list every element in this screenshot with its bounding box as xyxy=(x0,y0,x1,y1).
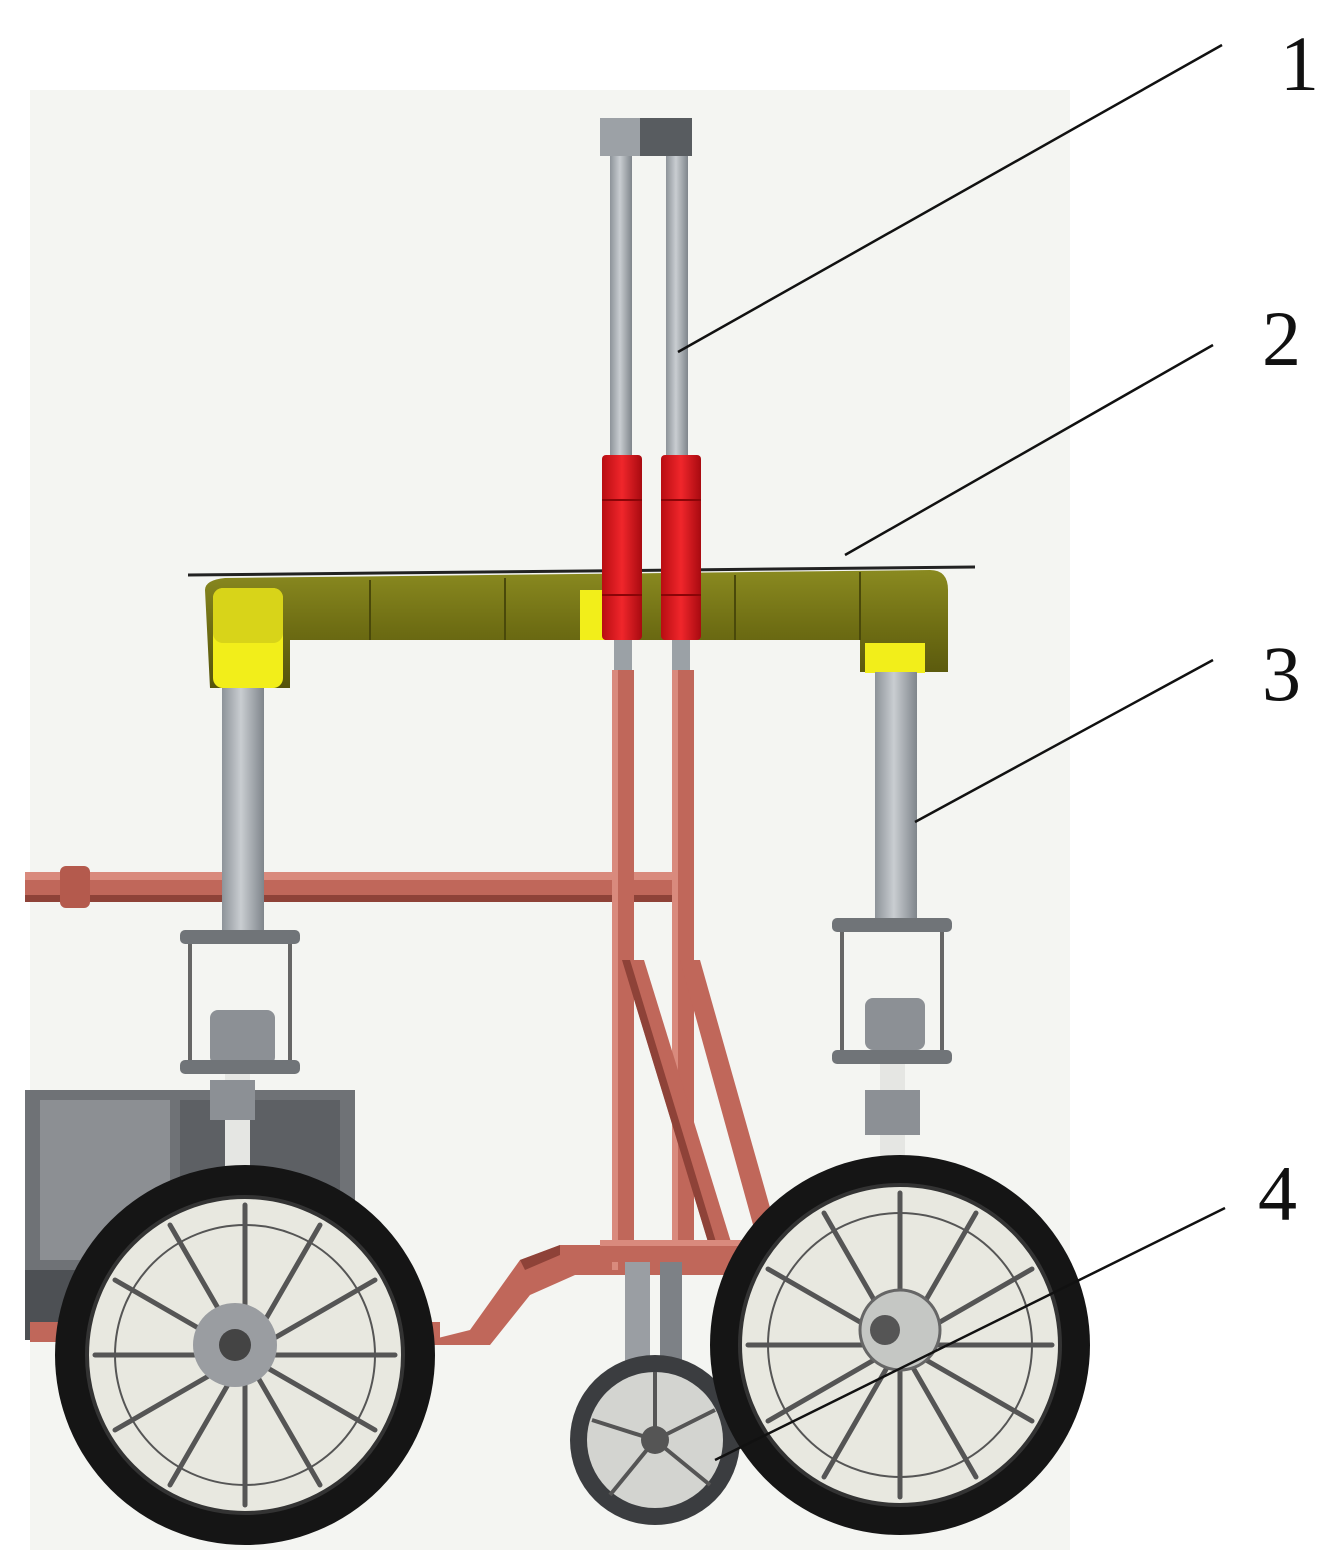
central-frame-legs xyxy=(600,670,810,1270)
leader-line-1 xyxy=(677,43,1223,354)
leader-line-4 xyxy=(714,1206,1226,1462)
leader-lines xyxy=(677,43,1226,1462)
red-sleeves xyxy=(602,455,701,670)
leader-line-3 xyxy=(914,658,1214,824)
callout-4: 4 xyxy=(1258,1150,1297,1237)
right-wheel xyxy=(710,1155,1090,1535)
left-wheel xyxy=(55,1165,435,1545)
callout-1: 1 xyxy=(1280,20,1319,107)
side-frame-tube xyxy=(25,866,675,908)
center-caster-wheel xyxy=(570,1262,740,1525)
callout-3: 3 xyxy=(1262,630,1301,717)
leader-line-2 xyxy=(844,343,1214,557)
callout-2: 2 xyxy=(1262,295,1301,382)
lift-rods xyxy=(600,118,692,460)
crossbeam xyxy=(187,565,976,688)
